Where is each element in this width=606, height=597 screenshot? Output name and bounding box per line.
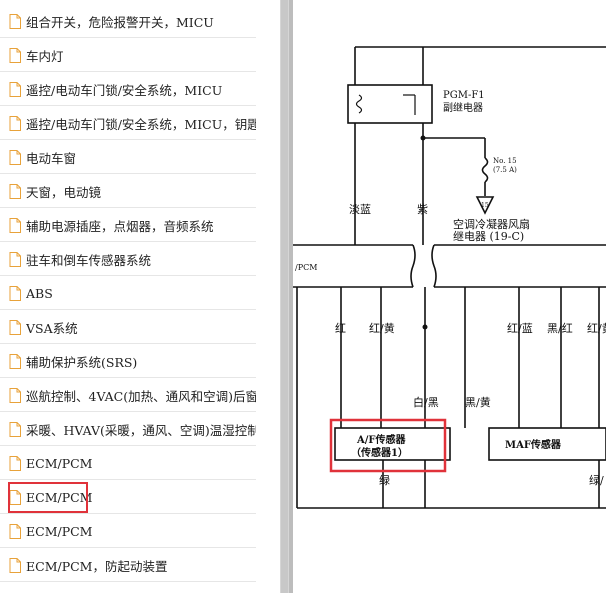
wire-label-red: 红 <box>335 322 346 335</box>
pcm-fragment-label: /PCM <box>295 263 317 272</box>
sidebar-item-label: 采暖、HVAV(采暖，通风、空调)温湿控制 <box>26 422 256 438</box>
sidebar-item[interactable]: 车内灯 <box>0 39 256 72</box>
document-icon <box>9 489 21 505</box>
sidebar-item-label: 遥控/电动车门锁/安全系统，MICU，钥匙联 <box>26 116 256 132</box>
sidebar-item[interactable]: ECM/PCM，防起动装置 <box>0 549 256 582</box>
sidebar-item-label: 遥控/电动车门锁/安全系统，MICU <box>26 82 223 98</box>
sidebar-item-label: 车内灯 <box>26 48 64 64</box>
document-icon <box>9 251 21 267</box>
sidebar-item[interactable]: ECM/PCM <box>0 481 256 514</box>
document-icon <box>9 149 21 165</box>
sidebar-item-label: 辅助电源插座，点烟器，音频系统 <box>26 218 214 234</box>
fuse-label-2: (7.5 A) <box>493 166 517 174</box>
wire-label-red-yellow-2: 红/黄 <box>587 321 606 335</box>
fan-relay-label-1: 空调冷凝器风扇 <box>453 217 530 231</box>
sidebar-item-label: ABS <box>26 285 53 301</box>
sidebar-item[interactable]: 巡航控制、4VAC(加热、通风和空调)后窗除 <box>0 379 256 412</box>
document-icon <box>9 81 21 97</box>
wire-label-green: 绿 <box>379 473 390 487</box>
fuse-number: 15 <box>481 202 489 209</box>
pane-divider[interactable] <box>289 0 293 593</box>
document-icon <box>9 47 21 63</box>
document-icon <box>9 183 21 199</box>
sidebar-item-label: VSA系统 <box>26 320 78 336</box>
sidebar-item[interactable]: 遥控/电动车门锁/安全系统，MICU，钥匙联 <box>0 107 256 140</box>
sidebar-item-label: 天窗，电动镜 <box>26 184 102 200</box>
sidebar-item[interactable]: 天窗，电动镜 <box>0 175 256 208</box>
fan-relay-label-2: 继电器 (19-C) <box>453 230 524 243</box>
document-icon <box>9 353 21 369</box>
sidebar-item[interactable]: 电动车窗 <box>0 141 256 174</box>
relay-label-1: PGM-F1 <box>443 90 485 101</box>
af-sensor-highlight <box>329 418 447 473</box>
wiring-diagram-svg: PGM-F1 副继电器 No. 15 (7.5 A) 15 空调冷凝器风扇 继电… <box>293 46 606 509</box>
document-icon <box>9 319 21 335</box>
wire-label-red-blue: 红/蓝 <box>507 322 533 335</box>
sidebar-item-label: ECM/PCM <box>26 489 93 505</box>
sidebar-item[interactable]: 组合开关，危险报警开关，MICU <box>0 5 256 38</box>
wiring-diagram: PGM-F1 副继电器 No. 15 (7.5 A) 15 空调冷凝器风扇 继电… <box>293 0 606 593</box>
wire-label-red-yellow: 红/黄 <box>369 321 395 335</box>
sidebar-item[interactable]: 辅助电源插座，点烟器，音频系统 <box>0 209 256 242</box>
sidebar-item[interactable]: ABS <box>0 277 256 310</box>
document-icon <box>9 13 21 29</box>
selection-highlight <box>8 482 88 513</box>
sidebar-item-label: 组合开关，危险报警开关，MICU <box>26 14 214 30</box>
wire-label-black-red: 黑/红 <box>547 322 573 335</box>
document-icon <box>9 455 21 471</box>
relay-label-2: 副继电器 <box>443 101 483 114</box>
document-icon <box>9 523 21 539</box>
scrollbar-thumb[interactable] <box>281 0 288 593</box>
sidebar-item[interactable]: ECM/PCM <box>0 447 256 480</box>
document-icon <box>9 421 21 437</box>
wire-label-purple: 紫 <box>417 203 428 216</box>
maf-sensor-label: MAF传感器 <box>505 438 562 451</box>
sidebar-item[interactable]: 采暖、HVAV(采暖，通风、空调)温湿控制 <box>0 413 256 446</box>
sidebar-item-label: ECM/PCM <box>26 455 93 471</box>
document-icon <box>9 387 21 403</box>
sidebar-item-label: 辅助保护系统(SRS) <box>26 354 138 370</box>
sidebar-item-label: ECM/PCM，防起动装置 <box>26 558 168 574</box>
wire-label-lt-blue: 淡蓝 <box>349 203 371 216</box>
sidebar-item-label: 巡航控制、4VAC(加热、通风和空调)后窗除 <box>26 388 256 404</box>
sidebar-item-label: 驻车和倒车传感器系统 <box>26 252 152 268</box>
sidebar-tree: 组合开关，危险报警开关，MICU 车内灯遥控/电动车门锁/安全系统，MICU 遥控/… <box>0 0 280 593</box>
wire-label-black-yellow: 黑/黄 <box>465 395 491 409</box>
wire-label-green-2: 绿/ <box>589 473 604 487</box>
af-sensor-label-1: A/F传感器 <box>356 433 407 446</box>
fuse-label-1: No. 15 <box>493 157 517 165</box>
sidebar-item[interactable]: 辅助保护系统(SRS) <box>0 345 256 378</box>
document-icon <box>9 557 21 573</box>
sidebar-item-label: 电动车窗 <box>26 150 77 166</box>
sidebar-item-label: ECM/PCM <box>26 523 93 539</box>
sidebar-item[interactable]: 遥控/电动车门锁/安全系统，MICU <box>0 73 256 106</box>
document-icon <box>9 115 21 131</box>
document-icon <box>9 285 21 301</box>
sidebar-item[interactable]: 驻车和倒车传感器系统 <box>0 243 256 276</box>
sidebar-item[interactable]: ECM/PCM <box>0 515 256 548</box>
wire-label-white-black: 白/黑 <box>413 395 439 409</box>
document-icon <box>9 217 21 233</box>
af-sensor-label-2: （传感器1） <box>351 446 408 459</box>
sidebar-item[interactable]: VSA系统 <box>0 311 256 344</box>
